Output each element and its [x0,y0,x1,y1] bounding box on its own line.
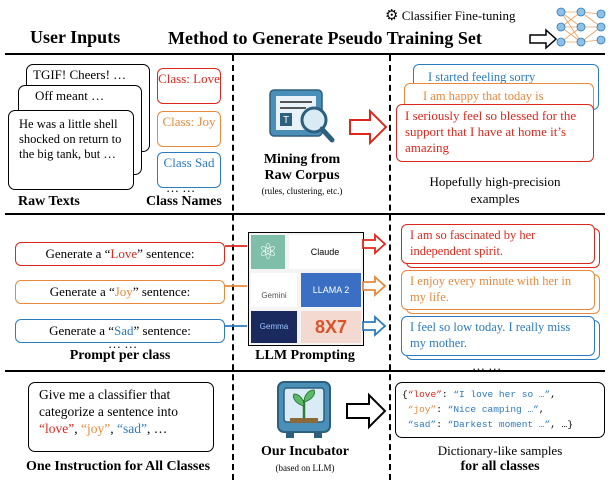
gen-output-2: I feel so low today. I really miss my mo… [401,316,595,356]
gen-output-1: I enjoy every minute with her in my life… [401,270,595,310]
top-rule [5,53,605,55]
raw-text-2: Off meant … [35,88,105,103]
arrow-incubator-to-dict [346,392,387,430]
prompt-box-love: Generate a “Love” sentence: [15,242,225,266]
method-header: Method to Generate Pseudo Training Set [168,28,482,48]
incubator-icon [277,381,331,438]
class-ellipsis: … … [166,180,196,195]
class-name-box-2: Class Sad [157,152,221,188]
gen-output-0: I am so fascinated by her independent sp… [401,224,595,264]
right-column-divider [389,55,391,480]
raw-text-card-3: He was a little shell shocked on return … [8,110,134,190]
arrow-to-network-icon [529,28,558,50]
prompt-box-joy: Generate a “Joy” sentence: [15,280,225,304]
mining-subtitle: (rules, clustering, etc.) [261,186,343,196]
dict-samples-box: {“love”: “I love her so …”, “joy”: “Nice… [395,382,605,438]
row-divider-2 [5,370,605,372]
gemini-logo: Gemini [251,273,297,307]
instruction-label: One Instruction for All Classes [25,459,211,474]
user-inputs-header: User Inputs [30,27,121,47]
gen-output-ellipsis: … … [472,358,502,373]
mining-title-2: Raw Corpus [264,168,340,183]
raw-text-3: He was a little shell shocked on return … [19,117,122,161]
mining-title-1: Mining from [263,152,341,167]
raw-text-1: TGIF! Cheers! … [33,67,127,82]
raw-texts-label: Raw Texts [18,194,80,209]
arrow-mining-to-output [349,108,388,146]
class-names-label: Class Names [146,194,222,209]
class-name-box-1: Class: Joy [157,111,221,147]
document-search-icon: T [269,89,335,143]
gemma-logo: Gemma [251,311,297,343]
instruction-prefix: Give me a classifier that categorize a s… [39,387,179,419]
llm-collage: ⚛ Claude Gemini LLAMA 2 Gemma 8X7 [248,232,364,346]
gears-icon: ⚙ [385,8,399,24]
class-name-box-0: Class: Love [157,68,221,104]
openai-logo-icon: ⚛ [251,235,285,269]
mixtral-logo: 8X7 [301,311,361,343]
classifier-header: ⚙ Classifier Fine-tuning [385,8,516,24]
dict-line-1: “joy”: “Nice camping …”, [407,404,545,415]
dict-line-0: {“love”: “I love her so …”, [402,389,556,400]
dict-line-2: “sad”: “Darkest moment …”, …} [407,419,574,430]
instruction-box: Give me a classifier that categorize a s… [28,382,214,452]
mined-output-love: I seriously feel so blessed for the supp… [396,104,594,162]
dict-caption-2: for all classes [460,459,540,474]
llm-prompting-label: LLM Prompting [255,348,355,363]
instruction-class-0: “love” [39,421,75,436]
llama-logo: LLAMA 2 [301,273,361,307]
left-column-divider [232,55,234,480]
svg-text:T: T [283,115,289,126]
mined-caption-1: Hopefully high-precision [429,174,561,189]
incubator-label: Our Incubator [260,444,350,459]
prompt-ellipsis: … … [108,336,138,351]
dict-caption-1: Dictionary-like samples [437,443,563,458]
incubator-subtitle: (based on LLM) [275,463,335,473]
instruction-class-1: “joy” [80,421,111,436]
prompt-per-class-label: Prompt per class [69,348,171,363]
mined-caption-2: examples [470,191,520,206]
prompt-box-sad: Generate a “Sad” sentence: [15,319,225,343]
neural-network-icon [556,7,606,47]
instruction-class-2: “sad” [116,421,147,436]
arrows-row2 [225,232,387,338]
row-divider-1 [5,213,605,215]
claude-logo: Claude [289,235,361,269]
